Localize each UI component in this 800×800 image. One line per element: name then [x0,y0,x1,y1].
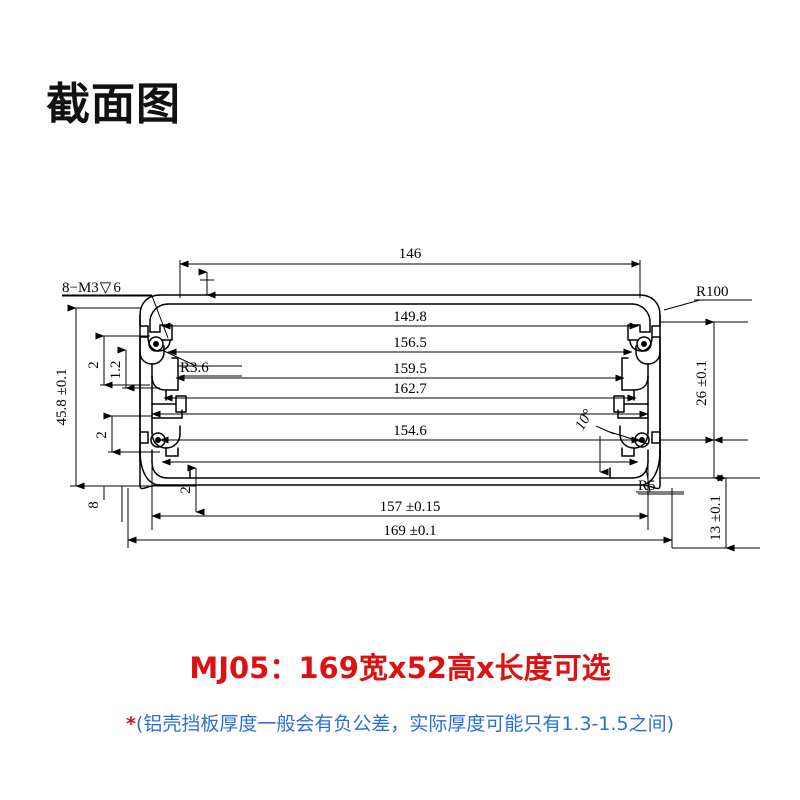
thread-depth-label: 6 [113,280,121,296]
callout-r36: R3.6 [180,360,209,376]
dim-inner-2: 2 [178,486,194,494]
note-asterisk: * [125,713,136,735]
dim-bottom-0: 157 ±0.15 [380,499,441,515]
dim-center-1: 156.5 [393,335,427,351]
dim-center-2: 159.5 [393,361,427,377]
note-text: (铝壳挡板厚度一般会有负公差，实际厚度可能只有1.3-1.5之间) [135,713,675,735]
dim-top: 146 [399,246,422,262]
page-title: 截面图 [46,79,181,130]
dim-center-3: 162.7 [393,381,427,397]
dim-left-1p2: 1.2 [108,361,124,380]
dim-center-4: 154.6 [393,423,427,439]
thread-depth-symbol-label: ▽ [100,280,112,296]
dim-right-13: 13 ±0.1 [708,495,724,541]
dim-left-2a: 2 [86,361,102,369]
dim-bottom-1: 169 ±0.1 [383,523,436,539]
tolerance-note: *(铝壳挡板厚度一般会有负公差，实际厚度可能只有1.3-1.5之间) [0,709,800,736]
cross-section-drawing: 146 149.8 156.5 159.5 162.7 154.6 157 ±0… [0,200,800,600]
dim-left-8: 8 [86,501,102,509]
thread-count-label: 8−M3 [62,280,99,296]
dim-right-26: 26 ±0.1 [694,360,710,406]
dim-left-overall: 45.8 ±0.1 [54,369,70,426]
model-caption: MJ05：169宽x52高x长度可选 [189,651,611,685]
callout-angle: 10° [572,407,596,433]
callout-r100: R100 [696,284,729,300]
callout-r5: R5 [638,478,656,494]
dim-center-0: 149.8 [393,309,427,325]
dim-left-2b: 2 [94,431,110,439]
callout-thread: 8−M3▽6 [62,280,121,296]
